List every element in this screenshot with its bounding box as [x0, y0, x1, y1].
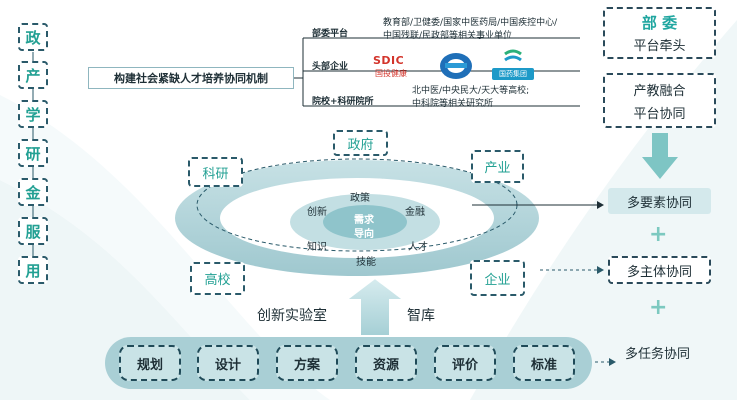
think-tank: 智库: [407, 308, 435, 324]
task-collab: 多任务协同: [625, 347, 691, 362]
task-resources: 资源: [355, 345, 417, 381]
branch-ministry: 部委平台: [312, 29, 349, 39]
task-bar: [105, 337, 592, 389]
chain-xue: 学: [18, 100, 48, 128]
factor-collab: 多要素协同: [608, 188, 711, 214]
task-standard: 标准: [513, 345, 575, 381]
guoyao-logo: 国药集团: [492, 48, 534, 82]
plus-icon: +: [649, 295, 668, 320]
ring-research: 科研: [188, 157, 243, 187]
inner-innovation: 创新: [307, 207, 327, 218]
chain-yan: 研: [18, 139, 48, 167]
branch-ministry-line1: 教育部/卫健委/国家中医药局/中国疾控中心/: [383, 18, 558, 28]
ministry-sub: 平台牵头: [633, 39, 686, 54]
ring-college: 高校: [190, 262, 245, 295]
branch-college-line1: 北中医/中央民大/天大等高校;: [412, 86, 530, 96]
chain-zheng: 政: [18, 23, 48, 51]
center-demand: 需求: [354, 215, 374, 226]
enterprise-logo-icon: [440, 53, 472, 79]
task-scheme: 方案: [276, 345, 338, 381]
innovation-lab: 创新实验室: [257, 308, 327, 324]
ministry-title: 部 委: [641, 14, 678, 32]
inner-skill: 技能: [356, 257, 376, 268]
subject-collab: 多主体协同: [626, 264, 692, 280]
down-arrow-icon: [642, 133, 678, 179]
branch-ministry-line2: 中国残联/民政部等相关事业单位: [383, 31, 513, 41]
inner-knowledge: 知识: [307, 242, 327, 253]
center-oriented: 导向: [354, 229, 374, 240]
mechanism-title: 构建社会紧缺人才培养协同机制: [88, 67, 294, 89]
inner-policy: 政策: [350, 193, 370, 204]
inner-talent: 人才: [408, 242, 428, 253]
chain-jin: 金: [18, 178, 48, 206]
branch-college-line2: 中科院等相关研究所: [412, 99, 494, 109]
branch-enterprise: 头部企业: [312, 62, 349, 72]
inner-finance: 金融: [405, 207, 425, 218]
integration-line1: 产教融合: [633, 84, 686, 99]
sdic-logo: SDIC 国投健康: [373, 54, 407, 78]
chain-fu: 服: [18, 217, 48, 245]
plus-icon: +: [649, 222, 668, 247]
task-planning: 规划: [119, 345, 181, 381]
integration-line2: 平台协同: [633, 107, 686, 122]
chain-chan: 产: [18, 61, 48, 89]
integration-box: 产教融合 平台协同: [603, 73, 716, 128]
ring-government: 政府: [333, 130, 388, 156]
branch-college: 院校+科研院所: [312, 97, 374, 107]
task-design: 设计: [197, 345, 259, 381]
ministry-box: 部 委 平台牵头: [603, 7, 716, 59]
ring-enterprise: 企业: [470, 260, 525, 296]
ring-industry: 产业: [471, 150, 524, 183]
subject-collab-box: 多主体协同: [608, 256, 711, 284]
chain-yong: 用: [18, 256, 48, 284]
task-evaluation: 评价: [434, 345, 496, 381]
